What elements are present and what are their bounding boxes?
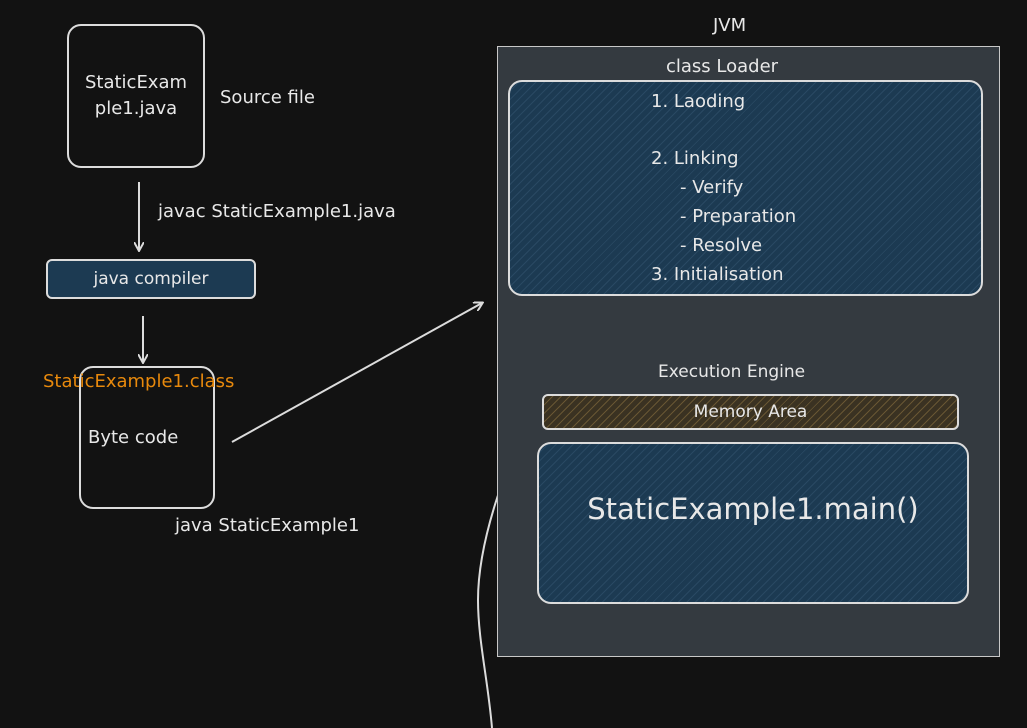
main-method-block: StaticExample1.main() [537, 442, 969, 604]
javac-command: javac StaticExample1.java [158, 201, 396, 222]
step-verify: - Verify [680, 177, 744, 198]
class-file-label: StaticExample1.class [43, 371, 235, 392]
byte-code-label: Byte code [88, 427, 179, 448]
step-resolve: - Resolve [680, 235, 763, 256]
java-compiler-label: java compiler [93, 268, 209, 289]
step-initialisation: 3. Initialisation [651, 264, 784, 285]
class-loader-block [508, 80, 983, 296]
jvm-title: JVM [713, 15, 747, 36]
execution-engine-label: Execution Engine [658, 362, 806, 382]
memory-area-bar: Memory Area [542, 394, 959, 430]
main-method-label: StaticExample1.main() [587, 492, 919, 527]
source-file-line2: ple1.java [94, 98, 178, 119]
arrow-bytecode-to-jvm [231, 303, 482, 443]
byte-code-box [79, 366, 215, 509]
class-loader-title: class Loader [666, 56, 779, 77]
step-preparation: - Preparation [680, 206, 797, 227]
java-compiler-box: java compiler [46, 259, 256, 299]
step-loading: 1. Laoding [651, 91, 746, 112]
step-linking: 2. Linking [651, 148, 739, 169]
run-command: java StaticExample1 [175, 515, 360, 536]
memory-area-label: Memory Area [693, 401, 808, 422]
source-file-line1: StaticExam [84, 71, 188, 93]
source-file-label: Source file [220, 87, 315, 108]
source-file-box: StaticExam ple1.java [67, 24, 205, 168]
